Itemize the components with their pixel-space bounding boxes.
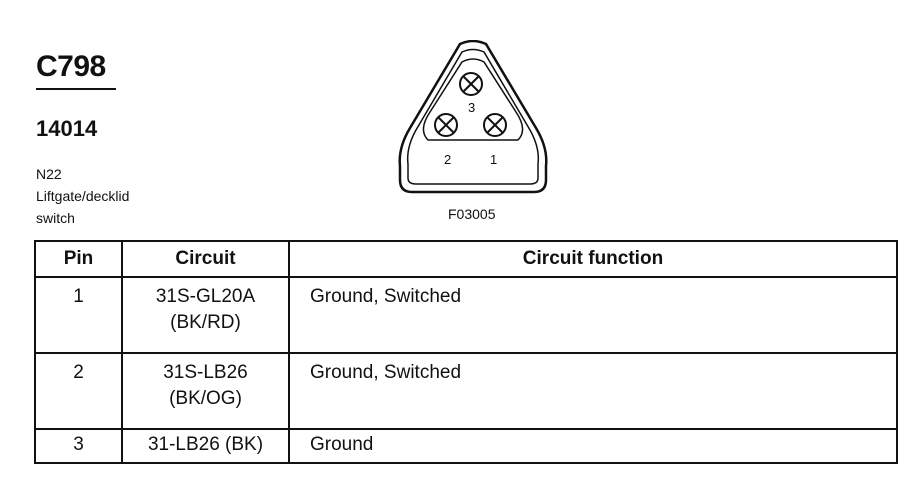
table-row: 1 31S-GL20A (BK/RD) Ground, Switched — [34, 276, 898, 354]
connector-description: N22 Liftgate/decklid switch — [36, 163, 129, 229]
connector-face-diagram: 3 2 1 — [398, 40, 548, 194]
cell-circuit-function: Ground — [288, 428, 898, 464]
column-header-pin: Pin — [34, 240, 123, 278]
pin-3-terminal — [459, 72, 483, 96]
cell-circuit: 31S-LB26 (BK/OG) — [121, 352, 290, 430]
pin-label-2: 2 — [444, 152, 451, 167]
cell-circuit: 31-LB26 (BK) — [121, 428, 290, 464]
circuit-code: 31S-LB26 — [163, 362, 248, 383]
description-line: N22 — [36, 166, 62, 182]
circuit-code: 31-LB26 (BK) — [147, 434, 264, 455]
cell-circuit-function: Ground, Switched — [288, 352, 898, 430]
figure-id: F03005 — [448, 206, 496, 222]
part-number: 14014 — [36, 116, 98, 141]
connector-housing-inner — [406, 48, 540, 185]
column-header-circuit: Circuit — [121, 240, 290, 278]
table-row: 3 31-LB26 (BK) Ground — [34, 428, 898, 464]
connector-housing-outer — [398, 40, 548, 194]
cell-pin: 3 — [34, 428, 123, 464]
pin-1-terminal — [483, 113, 507, 137]
circuit-color: (BK/OG) — [169, 388, 242, 409]
connector-id: C798 — [36, 50, 106, 83]
pin-label-1: 1 — [490, 152, 497, 167]
table-header-row: Pin Circuit Circuit function — [34, 240, 898, 278]
pin-2-terminal — [434, 113, 458, 137]
cell-circuit-function: Ground, Switched — [288, 276, 898, 354]
cell-circuit: 31S-GL20A (BK/RD) — [121, 276, 290, 354]
column-header-circuit-function: Circuit function — [288, 240, 898, 278]
title-underline — [36, 88, 116, 90]
cell-pin: 2 — [34, 352, 123, 430]
description-line: switch — [36, 210, 75, 226]
pin-table: Pin Circuit Circuit function 1 31S-GL20A… — [34, 240, 898, 464]
cell-pin: 1 — [34, 276, 123, 354]
pin-label-3: 3 — [468, 100, 475, 115]
circuit-code: 31S-GL20A — [155, 286, 256, 307]
circuit-color: (BK/RD) — [170, 312, 241, 333]
pin-cavity-outline — [422, 58, 524, 141]
table-row: 2 31S-LB26 (BK/OG) Ground, Switched — [34, 352, 898, 430]
description-line: Liftgate/decklid — [36, 188, 130, 204]
